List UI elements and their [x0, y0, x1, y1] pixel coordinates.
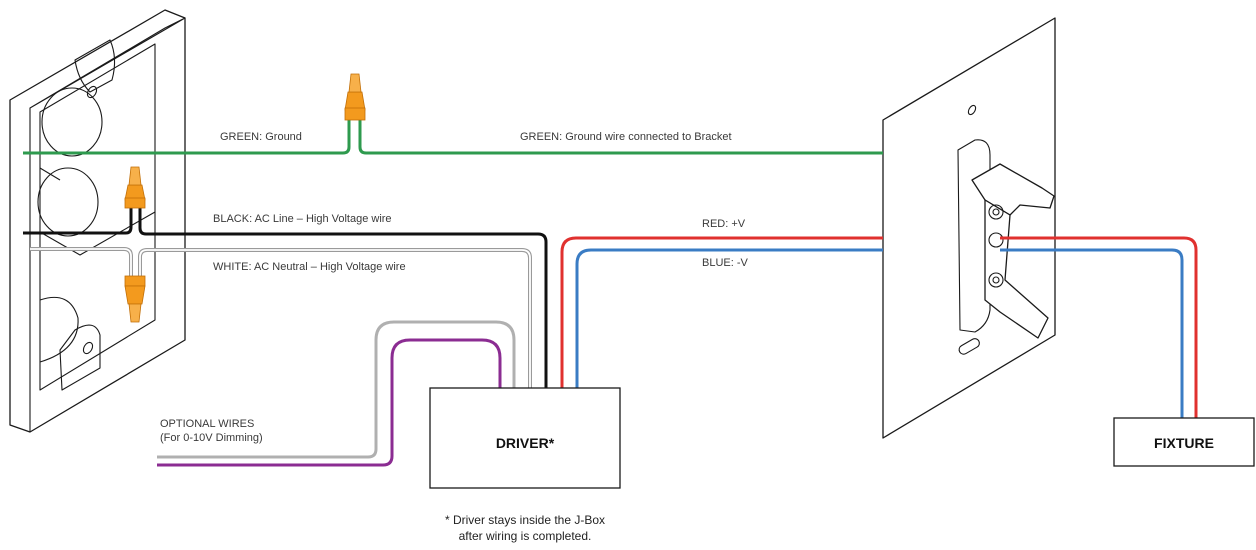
wall-plate: [882, 17, 1056, 439]
optional-wire-gray: [157, 320, 516, 459]
blue-fixture-wire: [1000, 248, 1184, 418]
fixture-box: [1113, 417, 1255, 467]
wire-nut-neutral: [124, 275, 146, 323]
driver-note-line1: * Driver stays inside the J-Box: [445, 513, 605, 527]
red-wire-label: RED: +V: [702, 218, 746, 230]
ground-right-label: GREEN: Ground wire connected to Bracket: [520, 131, 732, 143]
black-wire-label: BLACK: AC Line – High Voltage wire: [213, 213, 392, 225]
driver-label: DRIVER*: [496, 435, 555, 451]
ground-wire-left: [23, 118, 351, 155]
blue-negative-wire: [575, 248, 883, 388]
black-line-wire: [23, 205, 133, 235]
optional-wires-label: OPTIONAL WIRES: [160, 418, 254, 430]
white-wire-label: WHITE: AC Neutral – High Voltage wire: [213, 261, 406, 273]
red-fixture-wire: [1000, 236, 1198, 418]
optional-wire-purple: [157, 338, 502, 467]
ground-left-label: GREEN: Ground: [220, 131, 302, 143]
wire-nut-ground: [344, 73, 366, 121]
black-line-wire-driver: [138, 205, 548, 388]
red-positive-wire: [560, 236, 883, 388]
driver-note-line2: after wiring is completed.: [459, 529, 592, 543]
ground-wire-right: [358, 118, 883, 155]
fixture-label: FIXTURE: [1154, 435, 1214, 451]
optional-wires-sublabel: (For 0-10V Dimming): [160, 432, 263, 444]
blue-wire-label: BLUE: -V: [702, 257, 749, 269]
driver-box: [429, 387, 621, 489]
junction-box: [9, 9, 186, 433]
wire-nut-line: [124, 166, 146, 209]
